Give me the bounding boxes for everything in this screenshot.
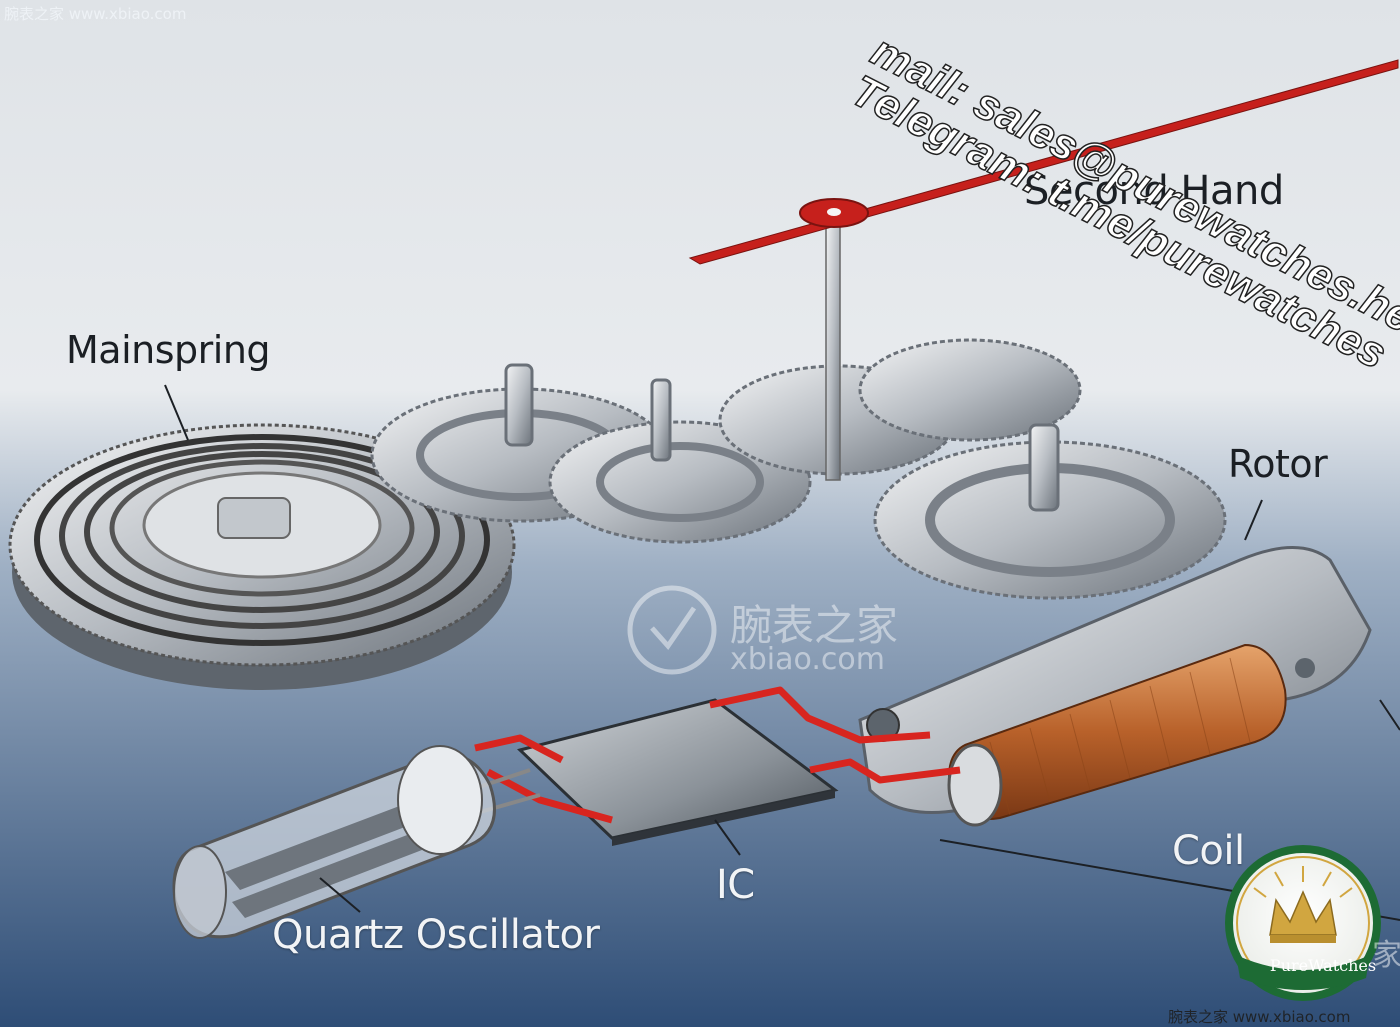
watermark-bottom-right: 腕表之家 www.xbiao.com bbox=[1168, 1008, 1351, 1026]
crown-icon bbox=[1269, 890, 1337, 936]
label-ic: IC bbox=[716, 862, 755, 908]
watermark-right-cn: 家 bbox=[1372, 938, 1400, 973]
watermark-logo-icon bbox=[627, 585, 717, 675]
quartz-oscillator bbox=[172, 745, 541, 939]
purewatches-badge bbox=[1225, 845, 1381, 1001]
label-second-hand: Second Hand bbox=[1024, 168, 1284, 214]
gear-train bbox=[370, 338, 1227, 600]
label-rotor: Rotor bbox=[1228, 442, 1328, 486]
watermark-center-cn: 腕表之家 bbox=[730, 601, 899, 650]
watermark-center-domain: xbiao.com bbox=[730, 642, 885, 677]
label-mainspring: Mainspring bbox=[66, 328, 271, 372]
label-quartz-oscillator: Quartz Oscillator bbox=[272, 912, 600, 958]
coil-winding bbox=[947, 643, 1287, 827]
second-hand-assembly bbox=[688, 59, 1399, 481]
ic-chip bbox=[517, 698, 839, 846]
badge-text: PureWatches bbox=[1269, 956, 1377, 975]
circuit-wires bbox=[474, 686, 961, 824]
watermark-top-left: 腕表之家 www.xbiao.com bbox=[4, 5, 187, 23]
label-coil: Coil bbox=[1172, 828, 1245, 874]
